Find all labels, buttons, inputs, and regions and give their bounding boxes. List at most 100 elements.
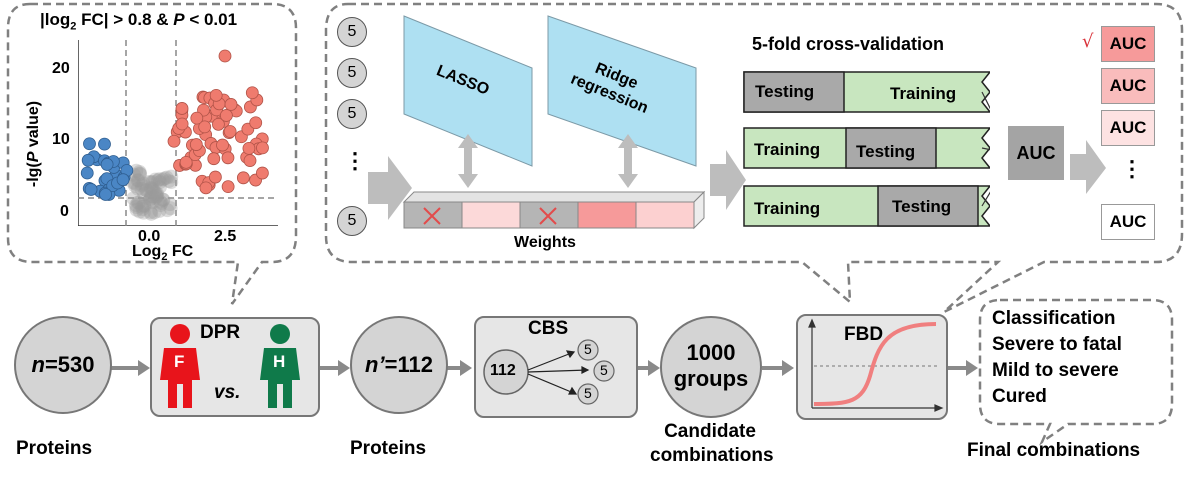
auc-item-3: AUC bbox=[1101, 110, 1155, 146]
auc-center-box: AUC bbox=[1008, 126, 1064, 180]
point-up bbox=[218, 49, 232, 63]
badge-1: 5 bbox=[337, 17, 367, 47]
point-ns bbox=[152, 172, 167, 187]
xtick-0: 0.0 bbox=[138, 228, 161, 245]
point-ns bbox=[143, 205, 158, 220]
point-ns bbox=[136, 176, 151, 191]
model-graphics bbox=[368, 15, 746, 230]
point-ns bbox=[135, 202, 150, 217]
point-ns bbox=[152, 203, 167, 218]
fold1-left: Testing bbox=[755, 82, 815, 101]
point-ns bbox=[128, 176, 143, 191]
point-up bbox=[179, 155, 193, 169]
vs-label: vs. bbox=[214, 382, 241, 403]
point-ns bbox=[150, 186, 165, 201]
check-mark: √ bbox=[1082, 31, 1094, 52]
point-ns bbox=[164, 175, 179, 190]
cbs-source: 112 bbox=[490, 362, 516, 379]
point-ns bbox=[136, 198, 151, 213]
point-ns bbox=[132, 166, 147, 181]
volcano-ylabel: -lg(P value) bbox=[25, 100, 42, 188]
badge-ellipsis: ⋮ bbox=[344, 148, 366, 173]
point-ns bbox=[155, 172, 170, 187]
point-up bbox=[242, 141, 256, 155]
auc-item-2: AUC bbox=[1101, 68, 1155, 104]
cbs-target-3: 5 bbox=[584, 385, 592, 401]
dpr-title: DPR bbox=[200, 322, 241, 343]
point-up bbox=[219, 109, 233, 122]
point-up bbox=[245, 86, 259, 100]
ytick-0: 0 bbox=[60, 203, 69, 220]
weight-cell-4 bbox=[577, 201, 637, 229]
point-up bbox=[199, 181, 213, 195]
point-up bbox=[212, 117, 225, 131]
proteins-530-circle: n=530 bbox=[14, 316, 112, 414]
point-ns bbox=[148, 172, 163, 187]
point-ns bbox=[142, 193, 157, 208]
ridge-card bbox=[547, 15, 697, 167]
point-ns bbox=[143, 191, 158, 206]
auc-item-1: AUC bbox=[1101, 26, 1155, 62]
fbd-sigmoid bbox=[808, 318, 944, 412]
point-ns bbox=[160, 203, 175, 218]
person-f-icon bbox=[160, 324, 200, 408]
point-ns bbox=[129, 199, 144, 214]
point-up bbox=[209, 88, 223, 102]
point-ns bbox=[144, 181, 159, 196]
point-ns bbox=[131, 195, 146, 210]
point-up bbox=[216, 138, 229, 152]
point-ns bbox=[155, 192, 170, 207]
fold2-left: Training bbox=[754, 140, 821, 159]
point-up bbox=[175, 102, 189, 115]
cbs-title: CBS bbox=[528, 318, 569, 339]
final-callout-border bbox=[978, 298, 1174, 446]
point-ns bbox=[145, 182, 160, 197]
cv-folds bbox=[743, 71, 990, 227]
point-up bbox=[223, 125, 237, 138]
point-ns bbox=[127, 178, 142, 193]
point-ns bbox=[149, 189, 164, 204]
point-ns bbox=[149, 188, 164, 203]
fold2-right: Testing bbox=[856, 142, 916, 161]
final-item-1: Classification bbox=[992, 308, 1116, 329]
point-ns bbox=[163, 197, 178, 212]
point-ns bbox=[161, 174, 176, 189]
proteins-label-1: Proteins bbox=[16, 438, 93, 459]
point-up bbox=[236, 171, 250, 185]
final-item-2: Severe to fatal bbox=[992, 334, 1122, 355]
arrow-to-cv bbox=[710, 150, 746, 210]
person-h-icon bbox=[260, 324, 300, 408]
point-up bbox=[167, 134, 181, 148]
point-ns bbox=[144, 206, 159, 221]
point-ns bbox=[129, 163, 144, 178]
arrow-to-weights bbox=[368, 156, 412, 220]
point-ns bbox=[131, 173, 146, 188]
point-ns bbox=[135, 178, 150, 193]
point-down bbox=[98, 137, 111, 151]
point-ns bbox=[147, 205, 162, 220]
cbs-graph bbox=[483, 339, 615, 405]
auc-item-5: AUC bbox=[1101, 204, 1155, 240]
point-up bbox=[207, 152, 221, 166]
point-ns bbox=[157, 171, 172, 186]
point-ns bbox=[163, 201, 178, 216]
xtick-2-5: 2.5 bbox=[214, 228, 237, 245]
final-item-3: Mild to severe bbox=[992, 360, 1119, 381]
point-ns bbox=[164, 169, 179, 184]
point-ns bbox=[149, 187, 164, 202]
point-ns bbox=[136, 205, 151, 220]
point-ns bbox=[142, 175, 157, 190]
point-up bbox=[249, 116, 263, 130]
point-ns bbox=[133, 167, 148, 182]
point-ns bbox=[137, 187, 152, 202]
final-item-4: Cured bbox=[992, 386, 1047, 407]
point-up bbox=[256, 141, 269, 155]
point-ns bbox=[144, 175, 159, 190]
person-icons bbox=[160, 324, 300, 408]
model-callout-border bbox=[324, 2, 1184, 314]
point-up bbox=[189, 138, 203, 151]
auc-ellipsis: ⋮ bbox=[1121, 156, 1143, 181]
cv-title: 5-fold cross-validation bbox=[752, 34, 945, 54]
point-up bbox=[243, 154, 257, 168]
